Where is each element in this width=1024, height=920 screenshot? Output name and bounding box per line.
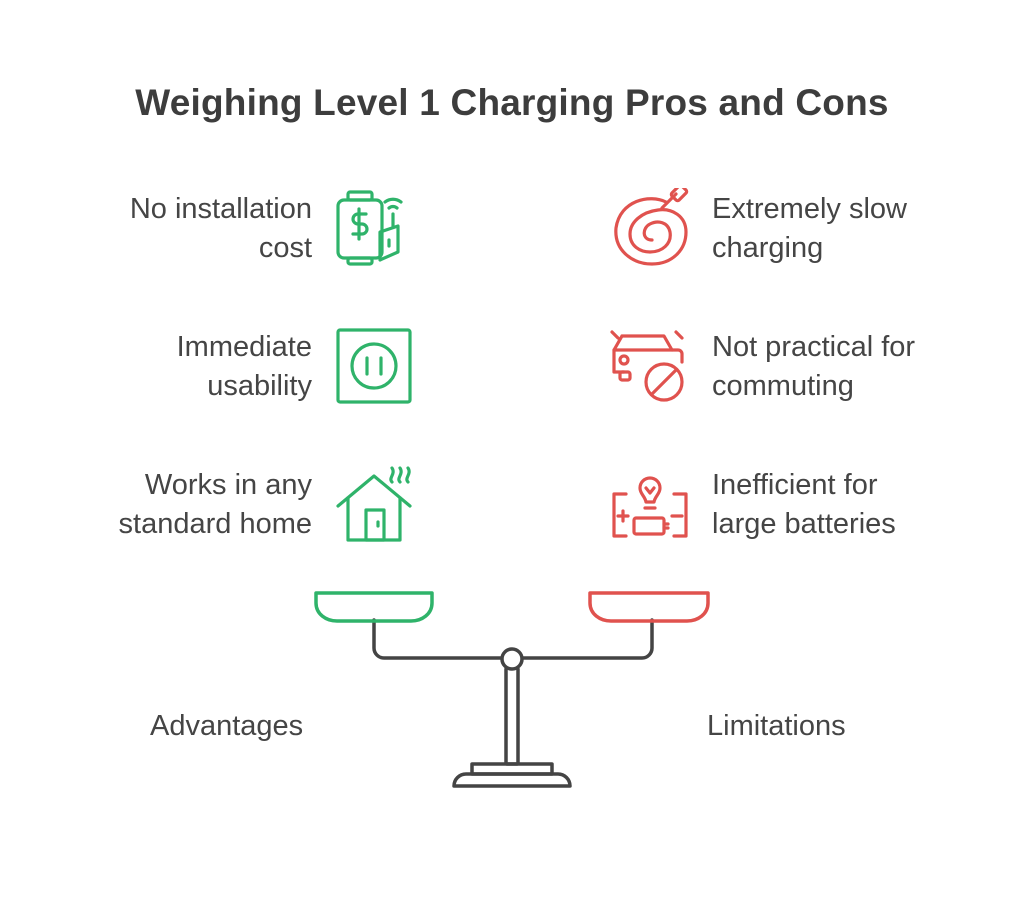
advantage-item-2-line1: Immediate [176, 331, 312, 363]
advantages-label: Advantages [150, 710, 304, 742]
car-prohibited-icon [610, 326, 690, 406]
money-plug-icon [334, 188, 414, 268]
advantage-item-2: Immediate usability [177, 328, 312, 406]
limitation-item-2-line2: commuting [712, 370, 854, 402]
page-title: Weighing Level 1 Charging Pros and Cons [135, 82, 889, 123]
house-icon [334, 462, 414, 542]
limitation-item-1-line2: charging [712, 232, 824, 264]
limitations-label: Limitations [707, 710, 846, 742]
coiled-cable-icon [610, 188, 690, 268]
limitation-item-3-line2: large batteries [712, 508, 896, 540]
advantage-item-1-line2: cost [258, 232, 312, 264]
advantages-pan [314, 591, 434, 623]
limitation-item-3-line1: Inefficient for [712, 469, 878, 501]
outlet-icon [334, 326, 414, 406]
advantage-item-2-line2: usability [207, 370, 312, 402]
limitation-item-1: Extremely slow charging [712, 190, 907, 268]
limitations-pan [588, 591, 710, 623]
advantage-item-3-line1: Works in any [144, 469, 312, 501]
scale-beam [372, 618, 654, 660]
limitation-item-2-line1: Not practical for [712, 331, 916, 363]
limitation-item-3: Inefficient for large batteries [712, 466, 896, 544]
advantage-item-3: Works in any standard home [119, 466, 312, 544]
limitation-item-2: Not practical for commuting [712, 328, 915, 406]
limitation-item-1-line1: Extremely slow [712, 193, 907, 225]
advantage-item-3-line2: standard home [118, 508, 312, 540]
advantage-item-1: No installation cost [130, 190, 312, 268]
bulb-battery-icon [610, 462, 690, 542]
advantage-item-1-line1: No installation [129, 193, 312, 225]
scale-stand [452, 647, 572, 788]
